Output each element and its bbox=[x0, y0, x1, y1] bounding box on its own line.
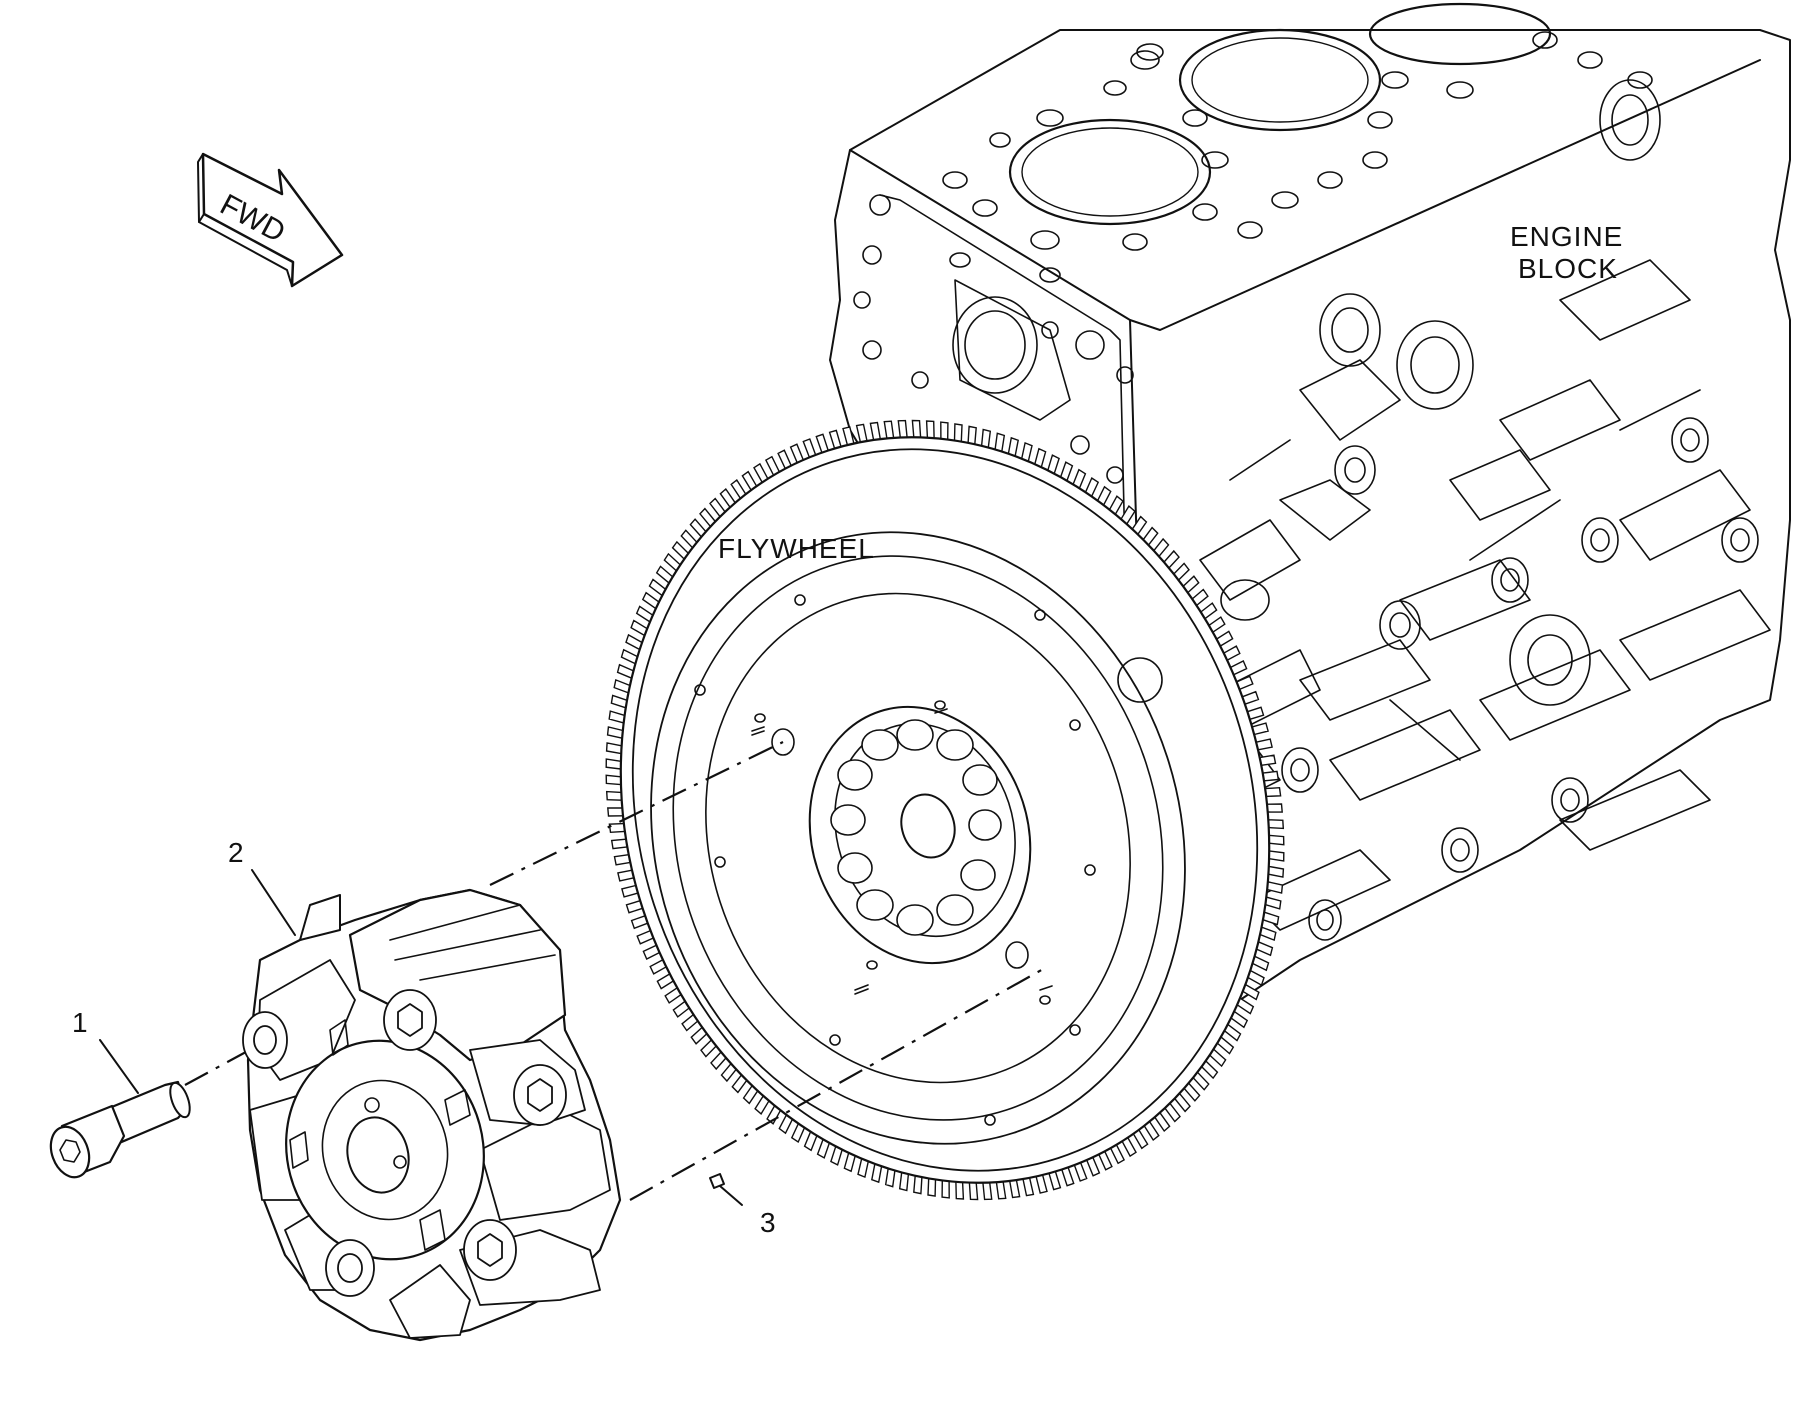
flywheel: FLYWHEEL bbox=[605, 419, 1285, 1201]
ring-gear-teeth bbox=[605, 419, 1285, 1201]
callout-3: 3 bbox=[719, 1185, 776, 1238]
flywheel-label: FLYWHEEL bbox=[718, 533, 875, 564]
callout-2: 2 bbox=[228, 837, 296, 936]
callout-1-label: 1 bbox=[72, 1007, 88, 1038]
dowel-pin bbox=[709, 1173, 725, 1189]
fwd-arrow-icon: FWD bbox=[197, 152, 344, 288]
engine-block-label-line2: BLOCK bbox=[1518, 253, 1618, 284]
engine-block-label-line1: ENGINE bbox=[1510, 221, 1623, 252]
callout-3-label: 3 bbox=[760, 1207, 776, 1238]
callout-1: 1 bbox=[72, 1007, 139, 1094]
callout-2-label: 2 bbox=[228, 837, 244, 868]
cap-screw bbox=[49, 1080, 191, 1179]
assembly-centerlines bbox=[184, 741, 1046, 1201]
flywheel-ring-gear bbox=[605, 419, 1285, 1201]
flexible-coupling bbox=[242, 888, 622, 1342]
